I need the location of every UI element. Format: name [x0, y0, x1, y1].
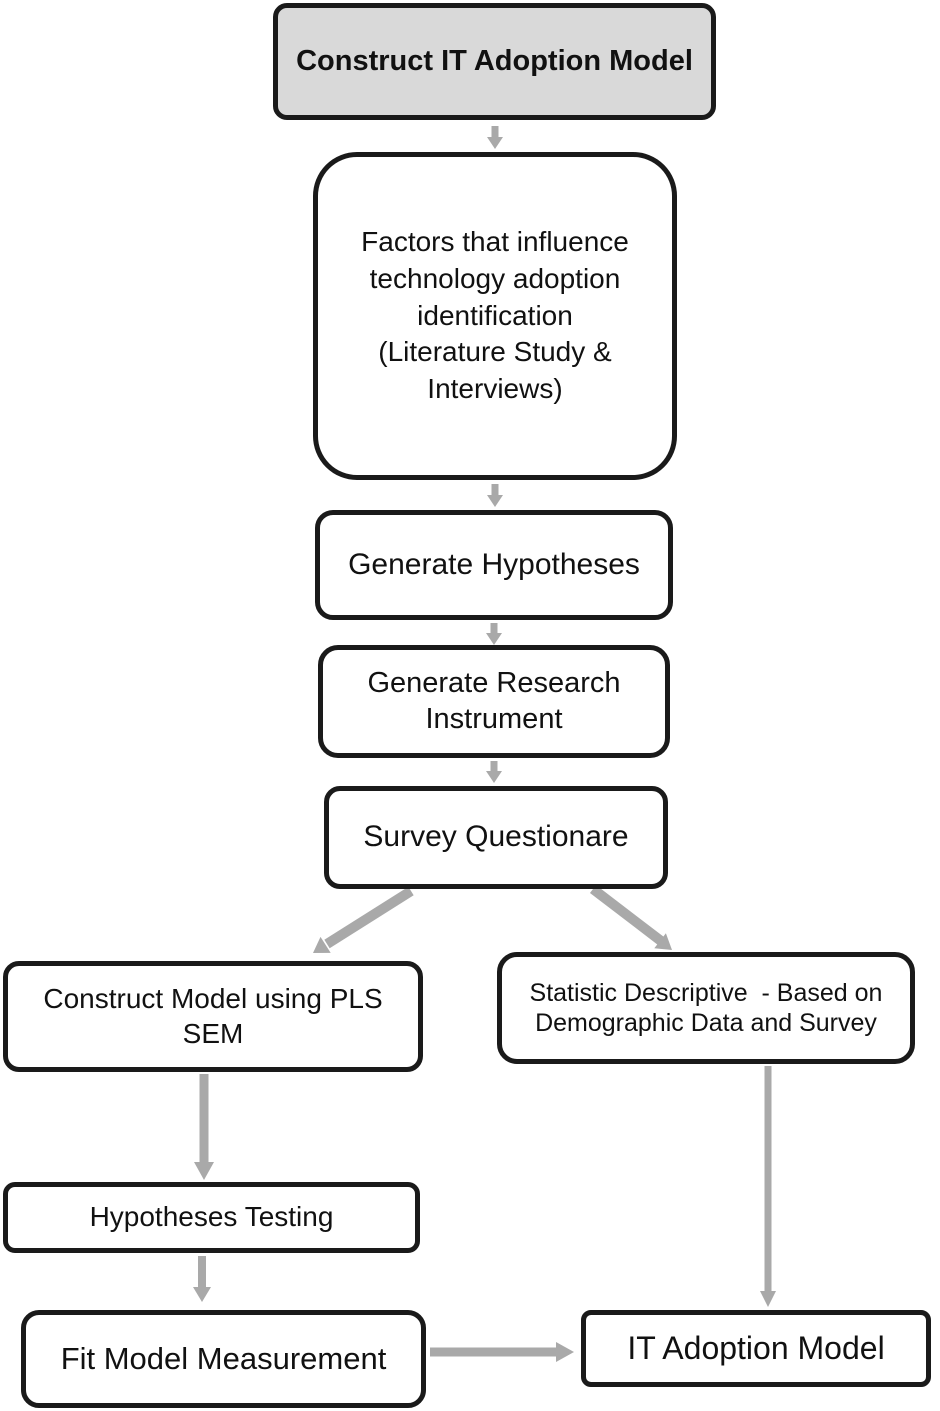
- node-generate-research-instrument: Generate Research Instrument: [318, 645, 670, 758]
- arrow-survey-to-statistic-descriptive: [589, 885, 672, 950]
- arrow-hypotheses-testing-to-fit-model: [193, 1256, 211, 1302]
- node-factors-identification-label: Factors that influence technology adopti…: [361, 225, 629, 405]
- node-construct-model-pls-sem-label: Construct Model using PLS SEM: [43, 983, 383, 1049]
- arrow-statistic-descriptive-to-it-adoption-model: [760, 1066, 776, 1307]
- arrow-pls-sem-to-hypotheses-testing: [194, 1074, 214, 1180]
- node-generate-research-instrument-label: Generate Research Instrument: [367, 667, 621, 735]
- node-statistic-descriptive-label: Statistic Descriptive - Based on Demogra…: [529, 978, 883, 1038]
- arrow-factors-to-generate-hypotheses: [487, 484, 503, 507]
- node-it-adoption-model-label: IT Adoption Model: [627, 1329, 885, 1366]
- arrow-title-to-factors: [487, 126, 503, 149]
- arrow-research-instrument-to-survey: [486, 761, 502, 783]
- node-generate-hypotheses: Generate Hypotheses: [315, 510, 673, 620]
- node-survey-questionare: Survey Questionare: [324, 786, 668, 889]
- node-construct-it-adoption-model-label: Construct IT Adoption Model: [296, 44, 693, 77]
- node-construct-model-pls-sem: Construct Model using PLS SEM: [3, 961, 423, 1072]
- arrow-survey-to-pls-sem: [313, 886, 414, 953]
- node-factors-identification: Factors that influence technology adopti…: [313, 152, 677, 480]
- node-it-adoption-model: IT Adoption Model: [581, 1310, 931, 1387]
- node-hypotheses-testing: Hypotheses Testing: [3, 1182, 420, 1253]
- node-fit-model-measurement: Fit Model Measurement: [21, 1310, 426, 1408]
- arrow-generate-hypotheses-to-research-instrument: [486, 623, 502, 645]
- node-fit-model-measurement-label: Fit Model Measurement: [60, 1341, 387, 1377]
- node-generate-hypotheses-label: Generate Hypotheses: [348, 547, 640, 581]
- node-construct-it-adoption-model: Construct IT Adoption Model: [273, 3, 716, 120]
- node-statistic-descriptive: Statistic Descriptive - Based on Demogra…: [497, 952, 915, 1064]
- node-hypotheses-testing-label: Hypotheses Testing: [89, 1201, 334, 1233]
- node-survey-questionare-label: Survey Questionare: [363, 820, 629, 854]
- arrow-fit-model-to-it-adoption-model: [430, 1342, 574, 1362]
